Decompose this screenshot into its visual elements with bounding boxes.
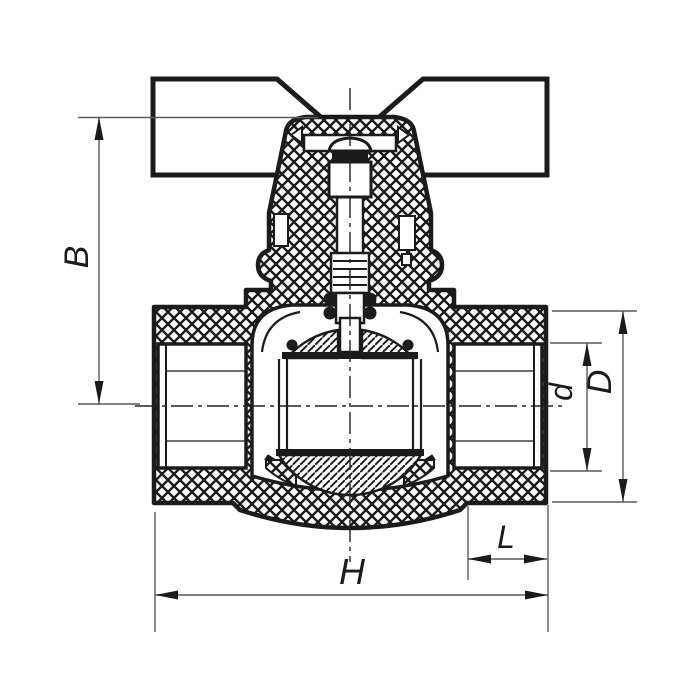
seat-carrier-arc-right <box>399 310 440 353</box>
handle-screw-band <box>332 151 368 162</box>
dim-label-H: H <box>339 551 366 592</box>
dim-L-arrow-right <box>524 554 547 564</box>
dim-d-arrow-up <box>582 343 592 366</box>
dim-label-d: d <box>543 382 579 401</box>
dimension-B: B <box>58 116 318 405</box>
dim-D-arrow-down <box>618 479 628 502</box>
cap-notch-left <box>289 125 303 145</box>
bonnet-clip-right <box>401 253 412 266</box>
dimension-D: D <box>552 310 637 503</box>
dim-d-arrow-down <box>582 448 592 471</box>
dim-L-arrow-left <box>468 554 491 564</box>
dim-label-B: B <box>58 246 96 269</box>
dimension-d: d <box>543 342 602 472</box>
dim-label-D: D <box>581 370 619 395</box>
stem-orings <box>323 292 377 320</box>
seat-ring-walls <box>277 359 423 449</box>
dimension-L: L <box>467 505 549 632</box>
dim-D-arrow-up <box>618 311 628 334</box>
seat-lip-seal-right <box>402 339 414 351</box>
dimension-H: H <box>154 512 548 632</box>
seat-carrier-arc-left <box>260 310 301 353</box>
dim-H-arrow-left <box>155 590 178 600</box>
ball-bottom-section <box>276 453 424 497</box>
dim-H-arrow-right <box>525 590 548 600</box>
bonnet-washer-left <box>273 213 289 247</box>
seat-lip-seal-left <box>286 339 298 351</box>
dim-B-arrow-down <box>94 381 104 404</box>
bonnet-washer-right <box>398 215 416 251</box>
cap-notch-right <box>397 125 411 145</box>
dim-B-arrow-up <box>94 117 104 140</box>
dim-label-L: L <box>497 519 515 555</box>
